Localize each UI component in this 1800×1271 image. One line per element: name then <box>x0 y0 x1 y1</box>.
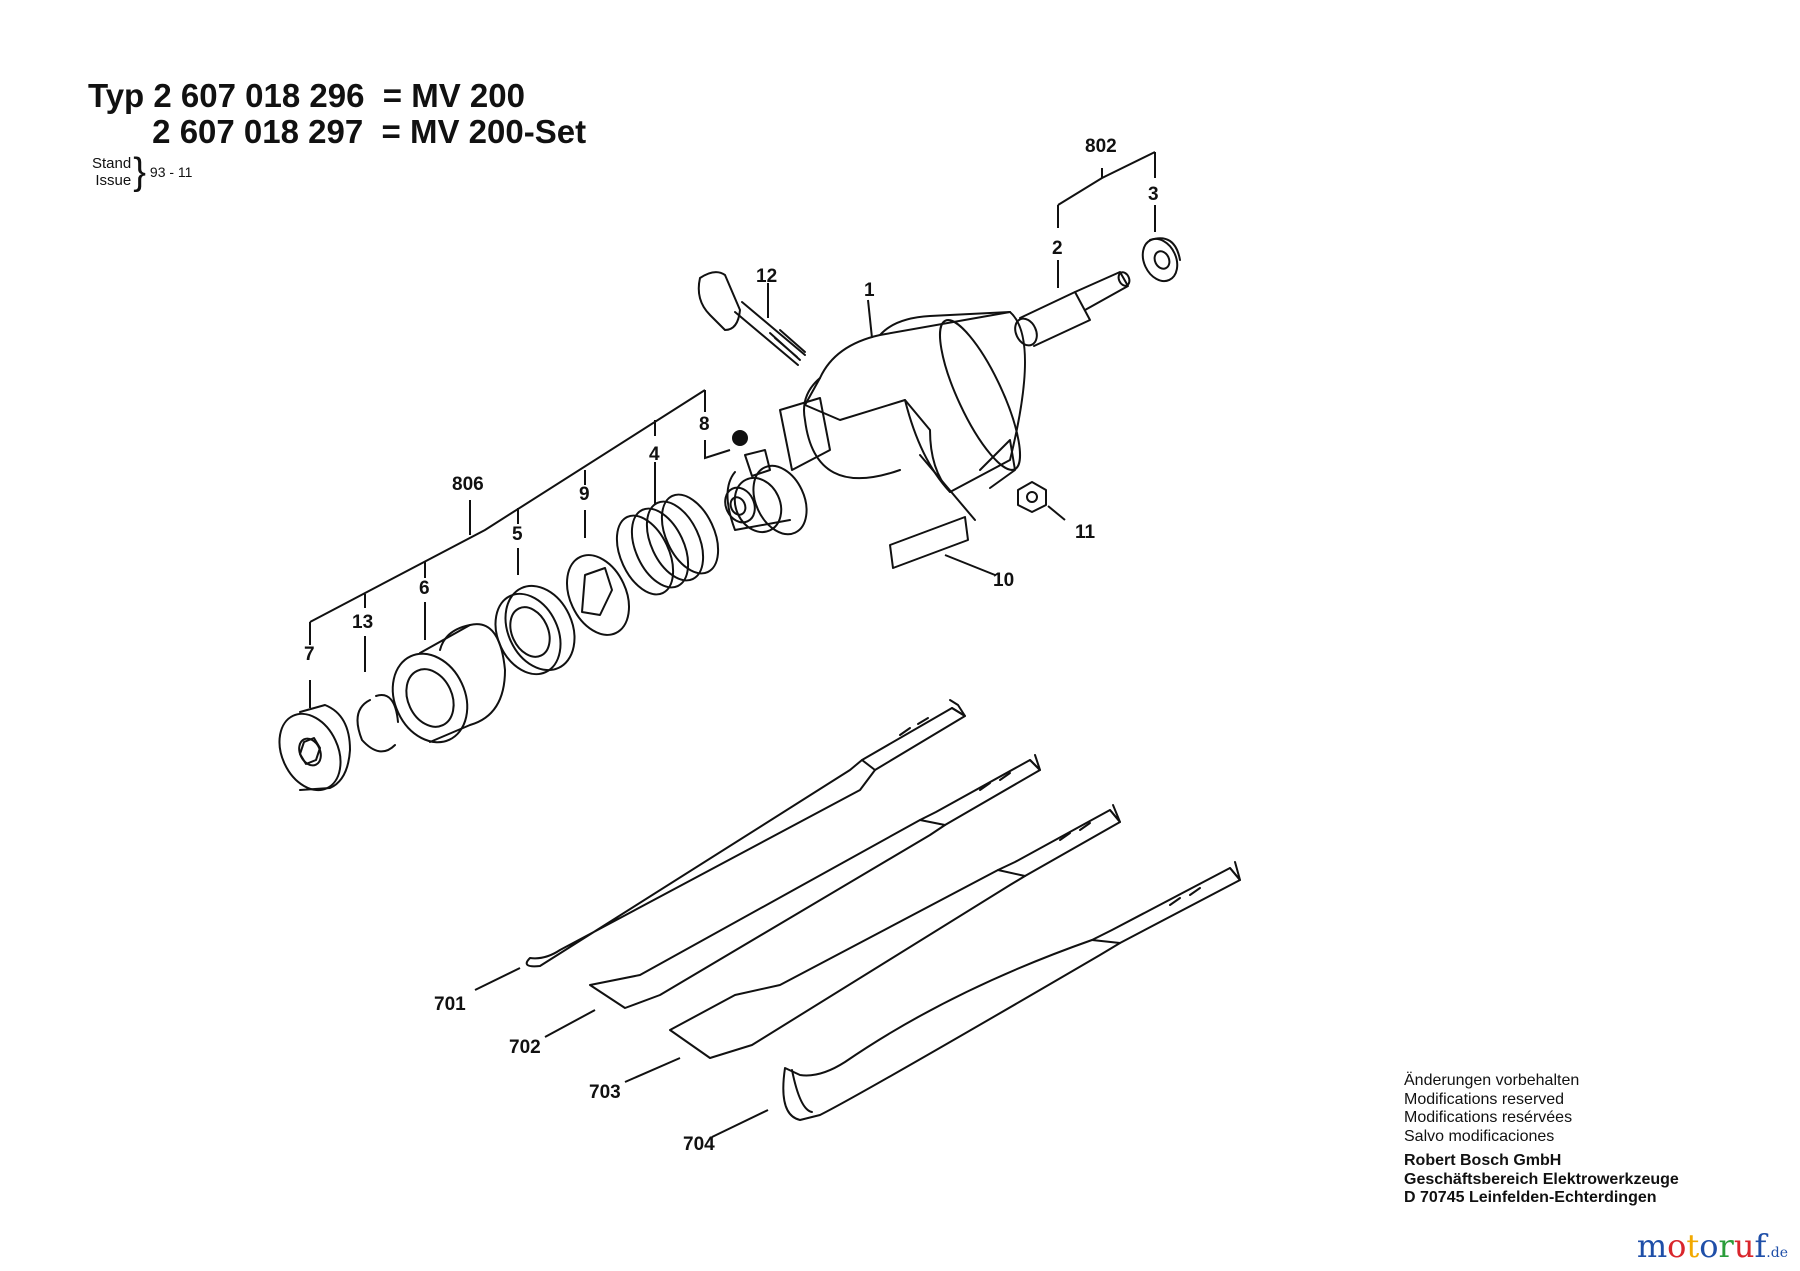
part-10-label <box>889 516 969 569</box>
part-11-nut <box>1017 481 1047 513</box>
company-division: Geschäftsbereich Elektrowerkzeuge <box>1404 1170 1679 1188</box>
callout-6: 6 <box>419 578 430 599</box>
callout-12: 12 <box>756 266 777 287</box>
part-13-ring <box>356 694 399 753</box>
part-9-disc <box>566 554 630 636</box>
notice-fr: Modifications resérvées <box>1404 1109 1573 1126</box>
watermark-letter: f <box>1754 1227 1767 1265</box>
part-4-spring <box>615 493 720 596</box>
callout-4: 4 <box>649 444 660 465</box>
part-6-sleeve <box>391 623 506 744</box>
title-line-2: 2 607 018 297 = MV 200-Set <box>88 113 587 150</box>
issue-labels: Stand Issue <box>92 155 131 189</box>
part-2-pin <box>1014 271 1131 347</box>
callout-labels: 802 3 2 12 1 8 4 806 9 5 6 13 7 11 10 70… <box>304 136 1159 1155</box>
callout-11: 11 <box>1075 522 1096 543</box>
brace-glyph: } <box>133 151 146 193</box>
callout-8: 8 <box>699 414 710 435</box>
watermark-tld: .de <box>1766 1245 1788 1261</box>
callout-7: 7 <box>304 644 315 665</box>
company-address: D 70745 Leinfelden-Echterdingen <box>1404 1189 1657 1206</box>
notice-es: Salvo modificaciones <box>1404 1127 1555 1145</box>
issue-value: 93 - 11 <box>149 163 193 180</box>
company-name: Robert Bosch GmbH <box>1404 1152 1562 1169</box>
callout-806: 806 <box>452 474 484 495</box>
part-12-wing-bolt <box>697 271 806 366</box>
issue-block: Stand Issue } 93 - 11 <box>92 151 193 193</box>
watermark-letter: o <box>1699 1227 1719 1265</box>
part-8-ball <box>732 430 748 446</box>
part-3-washer <box>1141 237 1181 283</box>
watermark-logo: motoruf.de <box>1637 1227 1788 1265</box>
issue-label-de: Stand <box>92 155 132 172</box>
callout-1: 1 <box>864 280 875 301</box>
callout-9: 9 <box>579 484 590 505</box>
callout-5: 5 <box>512 524 523 545</box>
part-7-capnut <box>278 704 351 792</box>
footer-notice: Änderungen vorbehalten Modifications res… <box>1404 1072 1679 1208</box>
notice-de: Änderungen vorbehalten <box>1404 1072 1580 1089</box>
watermark-letter: t <box>1686 1227 1700 1265</box>
title-line-1: Typ 2 607 018 296 = MV 200 <box>88 77 525 114</box>
notice-en: Modifications reserved <box>1404 1090 1565 1108</box>
leader-lines <box>309 151 1156 1138</box>
callout-701: 701 <box>434 994 466 1015</box>
chisel-703-wide <box>669 804 1121 1059</box>
callout-704: 704 <box>683 1134 715 1155</box>
watermark-letter: u <box>1733 1227 1755 1265</box>
callout-802: 802 <box>1085 136 1117 157</box>
chisel-701-pointed <box>525 699 966 968</box>
watermark-letter: r <box>1718 1227 1734 1265</box>
watermark-letter: o <box>1667 1227 1687 1265</box>
issue-label-en: Issue <box>95 172 132 189</box>
callout-3: 3 <box>1148 184 1159 205</box>
callout-702: 702 <box>509 1037 541 1058</box>
callout-13: 13 <box>352 612 373 633</box>
callout-2: 2 <box>1052 238 1063 259</box>
title-block: Typ 2 607 018 296 = MV 200 2 607 018 297… <box>88 78 586 150</box>
part-5-bearing <box>494 584 576 676</box>
watermark-letter: m <box>1636 1227 1668 1265</box>
callout-10: 10 <box>993 570 1014 591</box>
chisel-702-flat <box>589 754 1041 1009</box>
callout-703: 703 <box>589 1082 621 1103</box>
part-housing <box>724 311 1026 536</box>
chisel-704-gouge <box>782 861 1241 1121</box>
